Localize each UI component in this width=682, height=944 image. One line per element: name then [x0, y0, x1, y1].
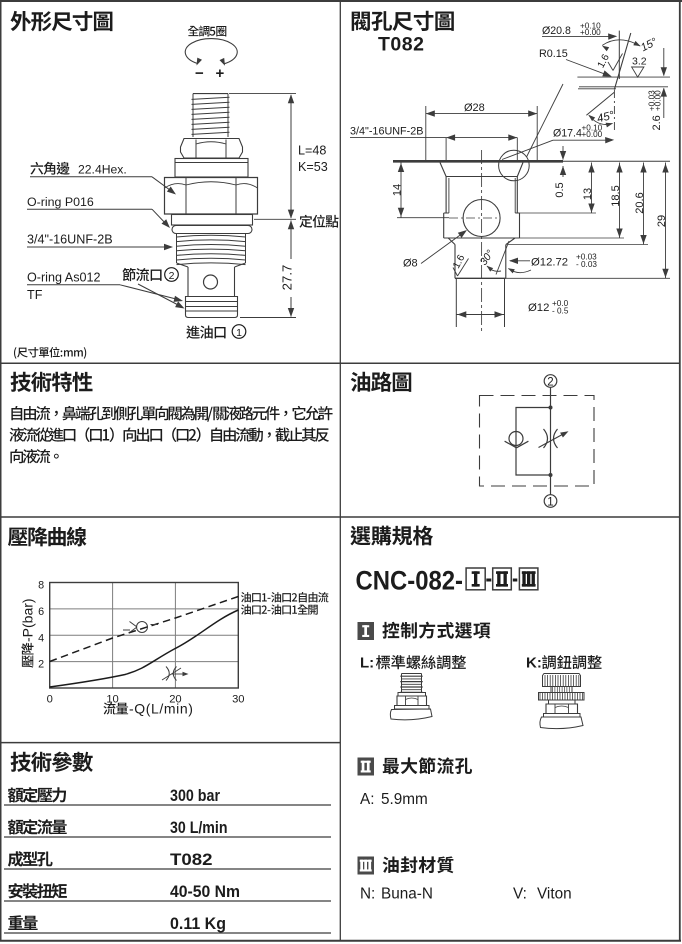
svg-text:TF: TF: [27, 288, 43, 302]
svg-text:T082: T082: [170, 850, 213, 869]
svg-text:30°: 30°: [478, 248, 497, 268]
svg-text:22.4Hex.: 22.4Hex.: [78, 163, 127, 177]
svg-text:+0.10: +0.10: [580, 22, 601, 31]
svg-text:14: 14: [392, 184, 404, 196]
svg-text:O-ring P016: O-ring P016: [27, 195, 94, 209]
svg-text:V:: V:: [513, 886, 527, 903]
svg-text:+0.03: +0.03: [576, 253, 597, 262]
svg-text:-Q(L/min): -Q(L/min): [129, 701, 194, 717]
svg-text:Ø28: Ø28: [464, 102, 485, 114]
svg-text:L=48: L=48: [298, 144, 326, 158]
svg-text:Ø12: Ø12: [528, 302, 549, 314]
svg-text:+0.03: +0.03: [648, 90, 657, 111]
svg-text:3/4"-16UNF-2B: 3/4"-16UNF-2B: [27, 233, 113, 247]
svg-text:N:: N:: [360, 886, 375, 903]
svg-text:0.11 Kg: 0.11 Kg: [170, 914, 226, 933]
svg-text:+0.00: +0.00: [580, 28, 601, 37]
svg-text:3.2: 3.2: [632, 56, 647, 68]
svg-text:T082: T082: [378, 34, 424, 56]
svg-text:45°: 45°: [596, 109, 616, 125]
svg-text:-P(bar): -P(bar): [20, 598, 36, 642]
svg-text:4: 4: [38, 632, 44, 644]
svg-text:2: 2: [169, 270, 175, 282]
svg-text:- 0.5: - 0.5: [552, 307, 569, 316]
svg-text:29: 29: [656, 215, 668, 227]
svg-text:+0.00: +0.00: [582, 130, 603, 139]
svg-text:R0.15: R0.15: [539, 48, 568, 60]
svg-text:5.9mm: 5.9mm: [381, 791, 428, 808]
svg-text:20.6: 20.6: [634, 192, 646, 213]
svg-text:6: 6: [38, 606, 44, 618]
svg-text:30: 30: [232, 694, 244, 706]
svg-text:20: 20: [169, 694, 181, 706]
svg-text:13: 13: [582, 188, 594, 200]
svg-text:K=53: K=53: [298, 160, 328, 174]
svg-text:40-50 Nm: 40-50 Nm: [170, 882, 240, 901]
svg-text:A:: A:: [360, 791, 374, 808]
svg-text:Buna-N: Buna-N: [381, 886, 433, 903]
svg-text:30 L/min: 30 L/min: [170, 818, 228, 837]
svg-text:CNC-082-: CNC-082-: [356, 566, 464, 596]
svg-text:27.7: 27.7: [280, 265, 295, 291]
svg-text:Viton: Viton: [537, 886, 572, 903]
svg-text:15°: 15°: [639, 36, 660, 55]
svg-text:L:: L:: [360, 655, 374, 672]
svg-text:0: 0: [47, 694, 53, 706]
svg-text:1.6: 1.6: [596, 52, 612, 70]
svg-text:- 0.03: - 0.03: [576, 260, 597, 269]
svg-text:1: 1: [547, 497, 553, 509]
svg-text:K:: K:: [526, 655, 542, 672]
svg-text:10: 10: [106, 694, 118, 706]
svg-text:Ø12.72: Ø12.72: [531, 257, 568, 269]
svg-text:Ø20.8: Ø20.8: [542, 25, 571, 37]
svg-text:1: 1: [236, 327, 242, 339]
svg-text:18.5: 18.5: [610, 185, 622, 206]
svg-text:2: 2: [547, 377, 553, 389]
svg-text:300 bar: 300 bar: [170, 786, 220, 805]
svg-text:8: 8: [38, 580, 44, 592]
svg-text:+0.10: +0.10: [582, 124, 603, 133]
svg-text:Ø17.4: Ø17.4: [553, 128, 582, 140]
svg-text:Ø8: Ø8: [403, 258, 418, 270]
svg-text:+0.00: +0.00: [654, 90, 663, 111]
svg-text:+: +: [216, 65, 225, 82]
svg-text:O-ring As012: O-ring As012: [27, 271, 101, 285]
svg-text:2: 2: [38, 659, 44, 671]
svg-text:0.5: 0.5: [554, 182, 566, 197]
svg-text:3/4"-16UNF-2B: 3/4"-16UNF-2B: [350, 126, 423, 138]
svg-text:2.6: 2.6: [651, 115, 663, 130]
svg-text:−: −: [195, 65, 204, 82]
svg-text:+0.0: +0.0: [552, 299, 569, 308]
